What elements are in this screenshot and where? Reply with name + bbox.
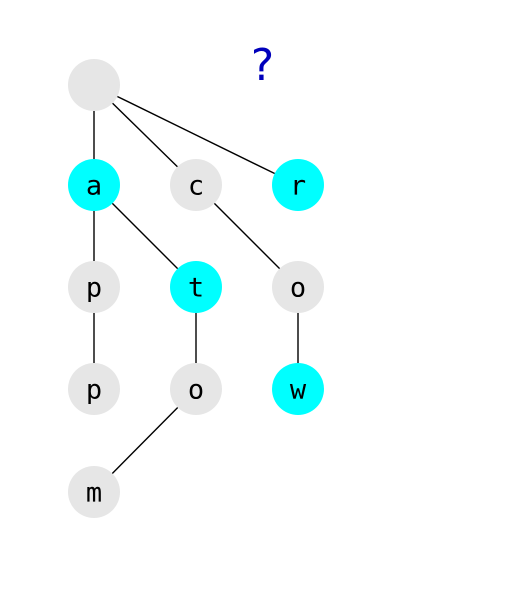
- node-label-co: o: [290, 273, 306, 304]
- trie-node-r: r: [272, 159, 324, 211]
- node-label-cow: w: [290, 375, 307, 406]
- node-circle-at: [170, 261, 222, 313]
- node-label-ato: o: [188, 375, 204, 406]
- node-label-atom: m: [86, 478, 102, 509]
- node-circle-app: [68, 363, 120, 415]
- node-circle-co: [272, 261, 324, 313]
- node-circle-ap: [68, 261, 120, 313]
- node-circle-cow: [272, 363, 324, 415]
- trie-node-c: c: [170, 159, 222, 211]
- node-circle-a: [68, 159, 120, 211]
- node-label-ap: p: [86, 273, 102, 304]
- trie-node-root: [68, 59, 120, 111]
- node-circle-root: [68, 59, 120, 111]
- edge-a-at: [111, 202, 179, 270]
- node-label-r: r: [290, 171, 306, 202]
- node-label-c: c: [188, 171, 204, 202]
- trie-node-app: p: [68, 363, 120, 415]
- node-label-a: a: [86, 171, 102, 202]
- edge-root-c: [112, 102, 178, 168]
- question-mark: ?: [248, 40, 276, 91]
- node-label-app: p: [86, 375, 102, 406]
- trie-node-atom: m: [68, 466, 120, 518]
- node-circle-ato: [170, 363, 222, 415]
- trie-node-ap: p: [68, 261, 120, 313]
- node-circle-c: [170, 159, 222, 211]
- trie-node-co: o: [272, 261, 324, 313]
- trie-edges: [93, 95, 299, 475]
- trie-nodes: a c r p t o p o w m: [68, 59, 324, 518]
- edge-root-r: [117, 95, 275, 175]
- edge-c-co: [213, 202, 281, 270]
- trie-node-cow: w: [272, 363, 324, 415]
- edge-ato-atom: [111, 406, 179, 475]
- node-circle-r: [272, 159, 324, 211]
- node-label-at: t: [188, 273, 204, 304]
- trie-node-ato: o: [170, 363, 222, 415]
- node-circle-atom: [68, 466, 120, 518]
- trie-node-at: t: [170, 261, 222, 313]
- trie-node-a: a: [68, 159, 120, 211]
